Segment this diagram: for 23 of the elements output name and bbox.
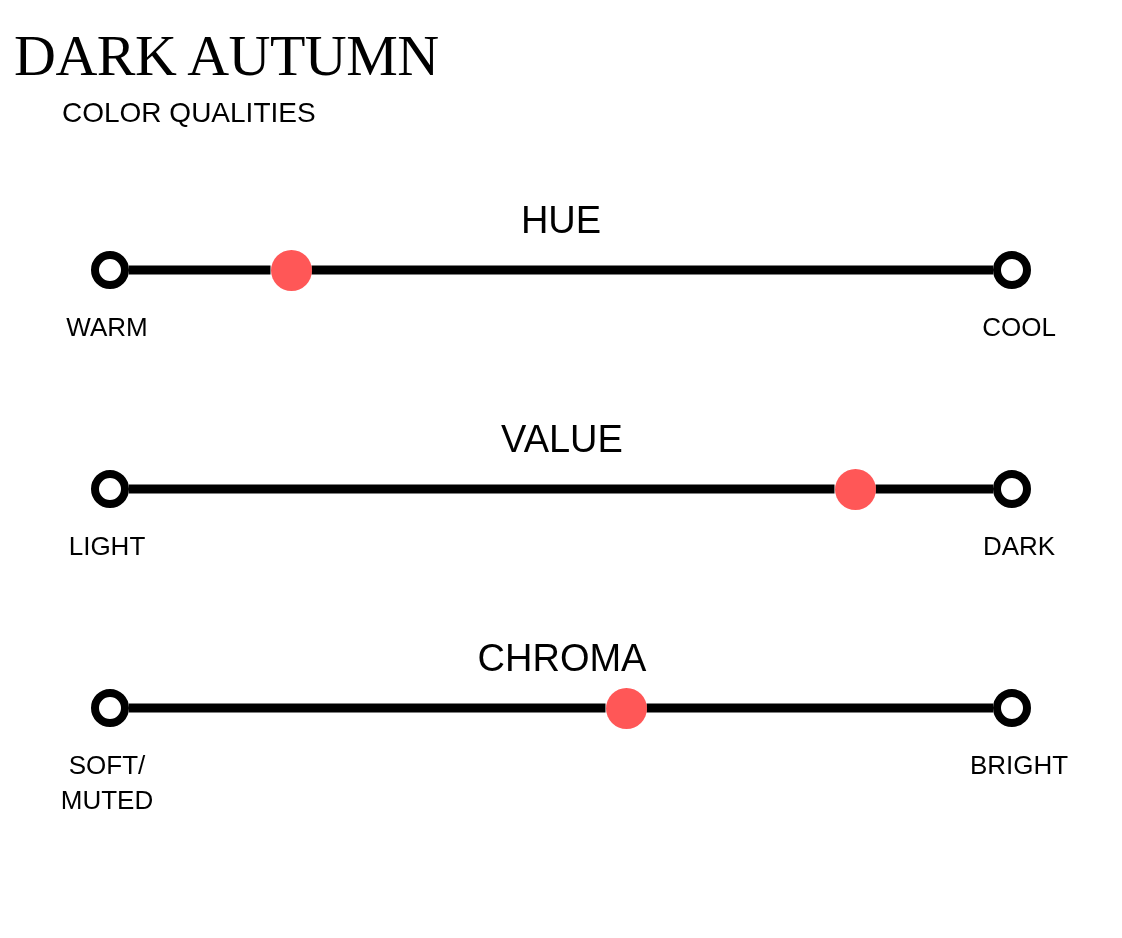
subtitle: COLOR QUALITIES	[62, 97, 316, 129]
end-ring	[993, 251, 1031, 289]
scale-line	[311, 265, 993, 275]
scale-heading: HUE	[520, 198, 602, 242]
end-ring	[993, 470, 1031, 508]
scale-heading: VALUE	[501, 417, 623, 461]
scale-heading: CHROMA	[477, 636, 647, 680]
end-ring	[91, 470, 129, 508]
end-label: BRIGHT	[969, 749, 1069, 782]
end-ring	[91, 689, 129, 727]
end-ring	[993, 689, 1031, 727]
scale-line	[646, 703, 993, 713]
scale-line	[129, 484, 835, 494]
title: DARK AUTUMN	[14, 27, 439, 85]
scale-line	[129, 265, 271, 275]
end-label: WARM	[66, 311, 148, 344]
scale-line	[129, 703, 606, 713]
end-ring	[91, 251, 129, 289]
end-label: SOFT/ MUTED	[60, 749, 154, 817]
scale-line	[875, 484, 993, 494]
end-label: DARK	[982, 530, 1056, 563]
end-label: COOL	[982, 311, 1056, 344]
end-label: LIGHT	[68, 530, 146, 563]
